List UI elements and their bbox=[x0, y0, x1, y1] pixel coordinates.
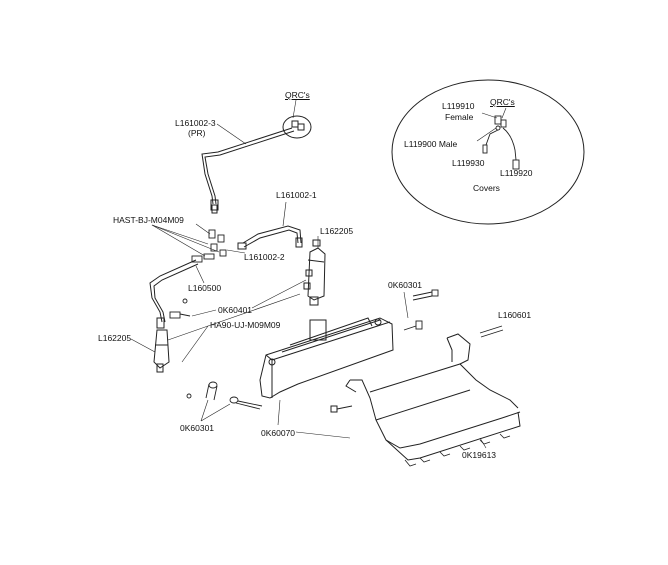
label-l161002-2: L161002-2 bbox=[244, 252, 285, 262]
label-pr: (PR) bbox=[188, 128, 206, 138]
detail-inset-ellipse bbox=[391, 79, 585, 225]
inset-label-female: Female bbox=[445, 112, 474, 122]
label-0k19613: 0K19613 bbox=[462, 450, 497, 460]
hose-l161002-2 bbox=[226, 249, 246, 254]
inset-label-qrcs: QRC's bbox=[490, 97, 515, 107]
label-0k60070: 0K60070 bbox=[261, 428, 296, 438]
hose-l160500 bbox=[149, 259, 205, 323]
label-l162205-left: L162205 bbox=[98, 333, 132, 343]
label-0k60301-right: 0K60301 bbox=[388, 280, 423, 290]
cylinder-left bbox=[130, 317, 170, 373]
pins-0k60301-left bbox=[186, 381, 263, 422]
bucket bbox=[330, 333, 521, 467]
inset-leaders bbox=[476, 107, 507, 142]
pins-0k60301-right bbox=[403, 289, 504, 338]
label-0k60401: 0K60401 bbox=[218, 305, 253, 315]
hose-l161002-3 bbox=[201, 99, 312, 214]
inset-label-l119910: L119910 bbox=[442, 101, 475, 111]
label-l162205-top: L162205 bbox=[320, 226, 354, 236]
label-qrcs: QRC's bbox=[285, 90, 310, 100]
label-hast: HAST-BJ-M04M09 bbox=[113, 215, 184, 225]
hose-l161002-1 bbox=[237, 201, 303, 250]
inset-label-l119930: L119930 bbox=[452, 158, 485, 168]
inset-label-l119920: L119920 bbox=[500, 168, 533, 178]
label-l160601: L160601 bbox=[498, 310, 532, 320]
qrc-circle bbox=[282, 115, 312, 139]
label-l161002-1: L161002-1 bbox=[276, 190, 317, 200]
label-0k60301-left: 0K60301 bbox=[180, 423, 215, 433]
mounting-plate bbox=[259, 317, 394, 439]
label-l160500: L160500 bbox=[188, 283, 222, 293]
pin-0k60401 bbox=[167, 293, 301, 363]
inset-couplers bbox=[482, 115, 520, 170]
hast-fittings bbox=[151, 223, 227, 263]
inset-label-covers: Covers bbox=[473, 183, 500, 193]
inset-label-l119900: L119900 Male bbox=[404, 139, 458, 149]
label-ha90: HA90-UJ-M09M09 bbox=[210, 320, 281, 330]
bucket-teeth bbox=[404, 433, 511, 467]
cylinder-right bbox=[251, 236, 326, 309]
label-l161002-3: L161002-3 bbox=[175, 118, 216, 128]
